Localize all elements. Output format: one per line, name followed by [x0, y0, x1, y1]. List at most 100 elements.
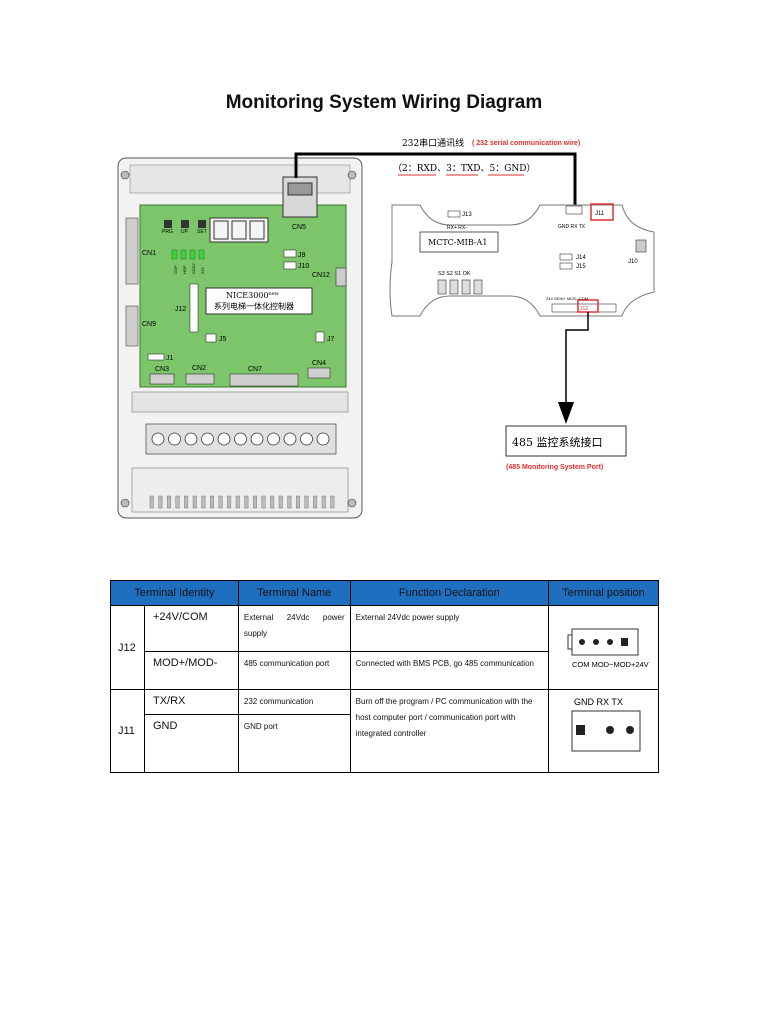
j9-label: J9 — [298, 252, 306, 259]
signal-cell: MOD+/MOD- — [143, 651, 239, 690]
vent-slot — [304, 495, 309, 509]
vent-slot — [261, 495, 266, 509]
wiring-diagram: CN1 CN9 CN5 CN12 J9 J10 J12 J5 J7 J1 CN3… — [117, 137, 655, 519]
j13-pins: RX+ RX- — [447, 225, 467, 231]
signal-cell: +24V/COM — [143, 605, 239, 652]
terminal-id-j11: J11 — [110, 689, 145, 773]
serial-wire — [294, 152, 577, 210]
vent-slot — [313, 495, 318, 509]
terminal-screw-icon — [184, 432, 198, 446]
signal-cell: TX/RX — [143, 689, 239, 715]
led-label-1: HOP — [182, 265, 187, 274]
board-model: MCTC-MIB-A1 — [428, 238, 487, 247]
function-cell: Burn off the program / PC communication … — [349, 689, 550, 773]
terminal-id-j12: J12 — [110, 605, 145, 690]
vent-slot — [252, 495, 257, 509]
cn4-label: CN4 — [312, 360, 326, 367]
led-label-3: 232 — [200, 267, 205, 274]
table-row: GND GND port — [111, 714, 659, 773]
j12-position-label: COM MOD−MOD+24V — [572, 660, 649, 669]
terminal-screw-icon — [316, 432, 330, 446]
name-cell: 232 communication — [237, 689, 351, 715]
vent-slot — [209, 495, 214, 509]
table-row: J12 +24V/COM External 24Vdc power supply… — [110, 605, 659, 690]
serial-cable-label-en: ( 232 serial communication wire) — [472, 140, 580, 147]
port-caption: (485 Monitoring System Port) — [506, 464, 603, 471]
j11-pins: GND RX TX — [558, 224, 586, 230]
vent-slot — [218, 495, 223, 509]
name-cell: 485 communication port — [237, 651, 351, 690]
up-label: UP — [181, 229, 189, 235]
j11-connector-icon: GND RX TX — [571, 697, 640, 752]
led-label-2: CAN2 — [191, 263, 196, 274]
vent-slot — [287, 495, 292, 509]
vent-slot — [321, 495, 326, 509]
header-function-declaration: Function Declaration — [349, 580, 550, 606]
header-terminal-position: Terminal position — [548, 580, 659, 606]
terminal-screw-icon — [234, 432, 247, 446]
table-row: J11 TX/RX 232 communication Burn off the… — [110, 689, 659, 773]
header-terminal-name: Terminal Name — [237, 580, 351, 606]
terminal-screw-icon — [201, 432, 214, 446]
j12-pins: 24V MOD+ MOD- COM — [546, 296, 588, 301]
set-label: SET — [197, 229, 207, 235]
board-j10-label: J10 — [628, 259, 638, 265]
switches-label: S3 S2 S1 OK — [438, 271, 471, 277]
cn7-label: CN7 — [248, 366, 262, 373]
j11-label: J11 — [595, 211, 605, 217]
j1-label: J1 — [166, 355, 174, 362]
vent-slot — [296, 495, 300, 509]
terminal-screw-icon — [168, 432, 181, 446]
j12-ctrl-label: J12 — [175, 306, 186, 313]
vent-slot — [158, 495, 163, 509]
prg-label: PRG — [162, 229, 173, 235]
cn2-label: CN2 — [192, 365, 206, 372]
j12-connector-icon: COM MOD−MOD+24V — [567, 628, 649, 669]
j13-label: J13 — [462, 212, 472, 218]
model-line1: NICE3000new — [226, 291, 280, 300]
j14-label: J14 — [576, 255, 586, 261]
terminal-screw-icon — [217, 432, 231, 446]
pin-note: （2：RXD、3：TXD、5：GND） — [393, 163, 535, 174]
vent-slot — [175, 495, 180, 509]
table-header-row: Terminal Identity Terminal Name Function… — [110, 580, 659, 606]
vent-slot — [184, 495, 189, 509]
name-cell: GND port — [237, 714, 351, 773]
vent-slot — [201, 495, 206, 509]
function-cell: External 24Vdc power supply — [349, 605, 550, 652]
board-j12-label: J12 — [580, 306, 588, 312]
vent-slot — [149, 495, 154, 509]
vent-slot — [330, 495, 335, 509]
cn12-label: CN12 — [312, 272, 330, 279]
name-cell: External 24Vdc power supply — [237, 605, 351, 652]
terminal-screw-icon — [250, 432, 264, 446]
interface-board: J13 RX+ RX- J11 GND RX TX MCTC-MIB-A1 J1… — [389, 203, 655, 317]
cn9-label: CN9 — [142, 321, 156, 328]
port-box-text: 485 监控系统接口 — [512, 435, 603, 449]
controller-unit: CN1 CN9 CN5 CN12 J9 J10 J12 J5 J7 J1 CN3… — [117, 157, 363, 519]
page-title: Monitoring System Wiring Diagram — [225, 92, 543, 113]
header-terminal-identity: Terminal Identity — [110, 580, 239, 606]
terminal-screw-icon — [300, 432, 313, 446]
vent-slot — [244, 495, 249, 509]
j5-label: J5 — [219, 336, 227, 343]
vent-slot — [227, 495, 232, 509]
j11-position-label: GND RX TX — [574, 697, 623, 707]
vent-slot — [270, 495, 275, 509]
arrow-down-icon — [558, 402, 574, 424]
serial-cable-label-cn: 232串口通讯线 — [402, 137, 464, 149]
terminal-screw-icon — [151, 432, 165, 446]
j7-label: J7 — [327, 336, 335, 343]
led-label-0: COP — [173, 265, 178, 274]
terminal-table: Terminal Identity Terminal Name Function… — [110, 580, 659, 773]
vent-slot — [192, 495, 197, 509]
terminal-position-j12: COM MOD−MOD+24V — [548, 605, 659, 690]
model-line2: 系列电梯一体化控制器 — [214, 301, 294, 311]
port-box — [505, 425, 627, 457]
terminal-screw-icon — [283, 432, 297, 446]
signal-cell: GND — [143, 714, 239, 773]
rs485-wire — [565, 312, 589, 405]
terminal-screw-icon — [267, 432, 280, 446]
j15-label: J15 — [576, 264, 586, 270]
j10-label: J10 — [298, 263, 309, 270]
